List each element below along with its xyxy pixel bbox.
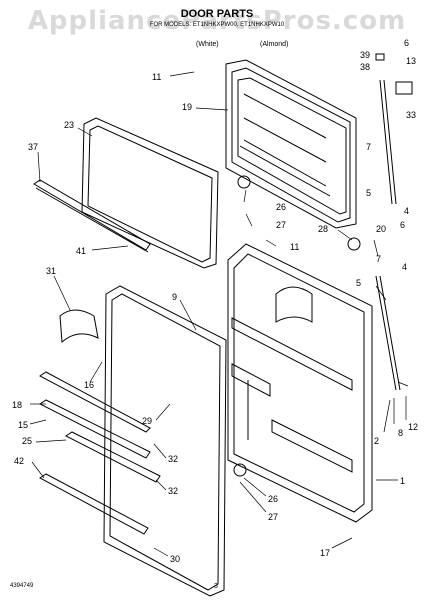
callout-23: 23 — [64, 120, 74, 130]
callout-16: 16 — [84, 380, 94, 390]
callout-38: 38 — [360, 62, 370, 72]
freezer-door — [225, 59, 357, 229]
screw-6-top — [375, 53, 385, 61]
callout-42: 42 — [14, 456, 24, 466]
dairy-door — [59, 309, 99, 344]
freezer-shelf-rail — [33, 179, 151, 251]
callout-4: 4 — [404, 206, 409, 216]
color-white-label: (White) — [196, 41, 219, 48]
part-13-plate — [395, 81, 413, 95]
freezer-gasket — [81, 117, 219, 269]
callout-26: 26 — [276, 202, 286, 212]
door-shelf-25 — [65, 431, 161, 483]
callout-29: 29 — [142, 416, 152, 426]
callout-7b: 7 — [376, 254, 381, 264]
watermark: AppliancePartsPros.com — [27, 6, 407, 36]
callout-11: 11 — [152, 72, 161, 82]
callout-4b: 4 — [402, 262, 407, 272]
callout-13: 13 — [406, 56, 416, 66]
callout-18: 18 — [12, 400, 22, 410]
callout-41: 41 — [76, 246, 86, 256]
callout-37: 37 — [28, 142, 38, 152]
callout-31: 31 — [46, 266, 56, 276]
callout-1: 1 — [400, 476, 405, 486]
callout-19: 19 — [182, 102, 192, 112]
callout-8: 8 — [398, 428, 403, 438]
leader-lines — [29, 71, 409, 557]
cap-28 — [347, 237, 361, 251]
callout-17: 17 — [320, 548, 330, 558]
callout-32: 32 — [168, 454, 178, 464]
callout-2: 2 — [374, 436, 379, 446]
callout-27: 27 — [276, 220, 286, 230]
model-subtitle: FOR MODELS: ET1NHKXPW00, ET1NHKXPW10 — [149, 22, 285, 28]
door-shelf-18 — [39, 371, 151, 433]
callout-15: 15 — [18, 420, 28, 430]
callout-20: 20 — [376, 224, 386, 234]
callout-7: 7 — [366, 142, 371, 152]
callout-5b: 5 — [356, 278, 361, 288]
callout-28: 28 — [318, 224, 328, 234]
callout-5: 5 — [366, 188, 371, 198]
callout-25: 25 — [22, 436, 32, 446]
fresh-food-gasket — [103, 285, 227, 597]
hinge-rod — [379, 79, 393, 205]
color-almond-label: (Almond) — [260, 41, 289, 48]
page-title: DOOR PARTS — [180, 8, 254, 20]
door-shelf-15 — [39, 399, 151, 459]
callout-39: 39 — [360, 50, 370, 60]
hinge-cap-26 — [237, 175, 251, 189]
hinge-cap-26-lower — [233, 463, 247, 477]
callout-6: 6 — [404, 38, 409, 48]
fresh-food-door — [227, 243, 373, 523]
callout-33: 33 — [406, 110, 416, 120]
callout-30: 30 — [170, 554, 180, 564]
document-number: 4394749 — [10, 583, 34, 589]
callout-12: 12 — [408, 422, 418, 432]
callout-6b: 6 — [400, 220, 405, 230]
lower-hinge-rod — [375, 275, 397, 391]
callout-9: 9 — [172, 292, 177, 302]
callout-26b: 26 — [268, 494, 278, 504]
callout-32b: 32 — [168, 486, 178, 496]
callout-11b: 11 — [290, 242, 299, 252]
page-number: 3 — [214, 583, 218, 590]
callout-27b: 27 — [268, 512, 278, 522]
door-shelf-42 — [39, 473, 149, 535]
